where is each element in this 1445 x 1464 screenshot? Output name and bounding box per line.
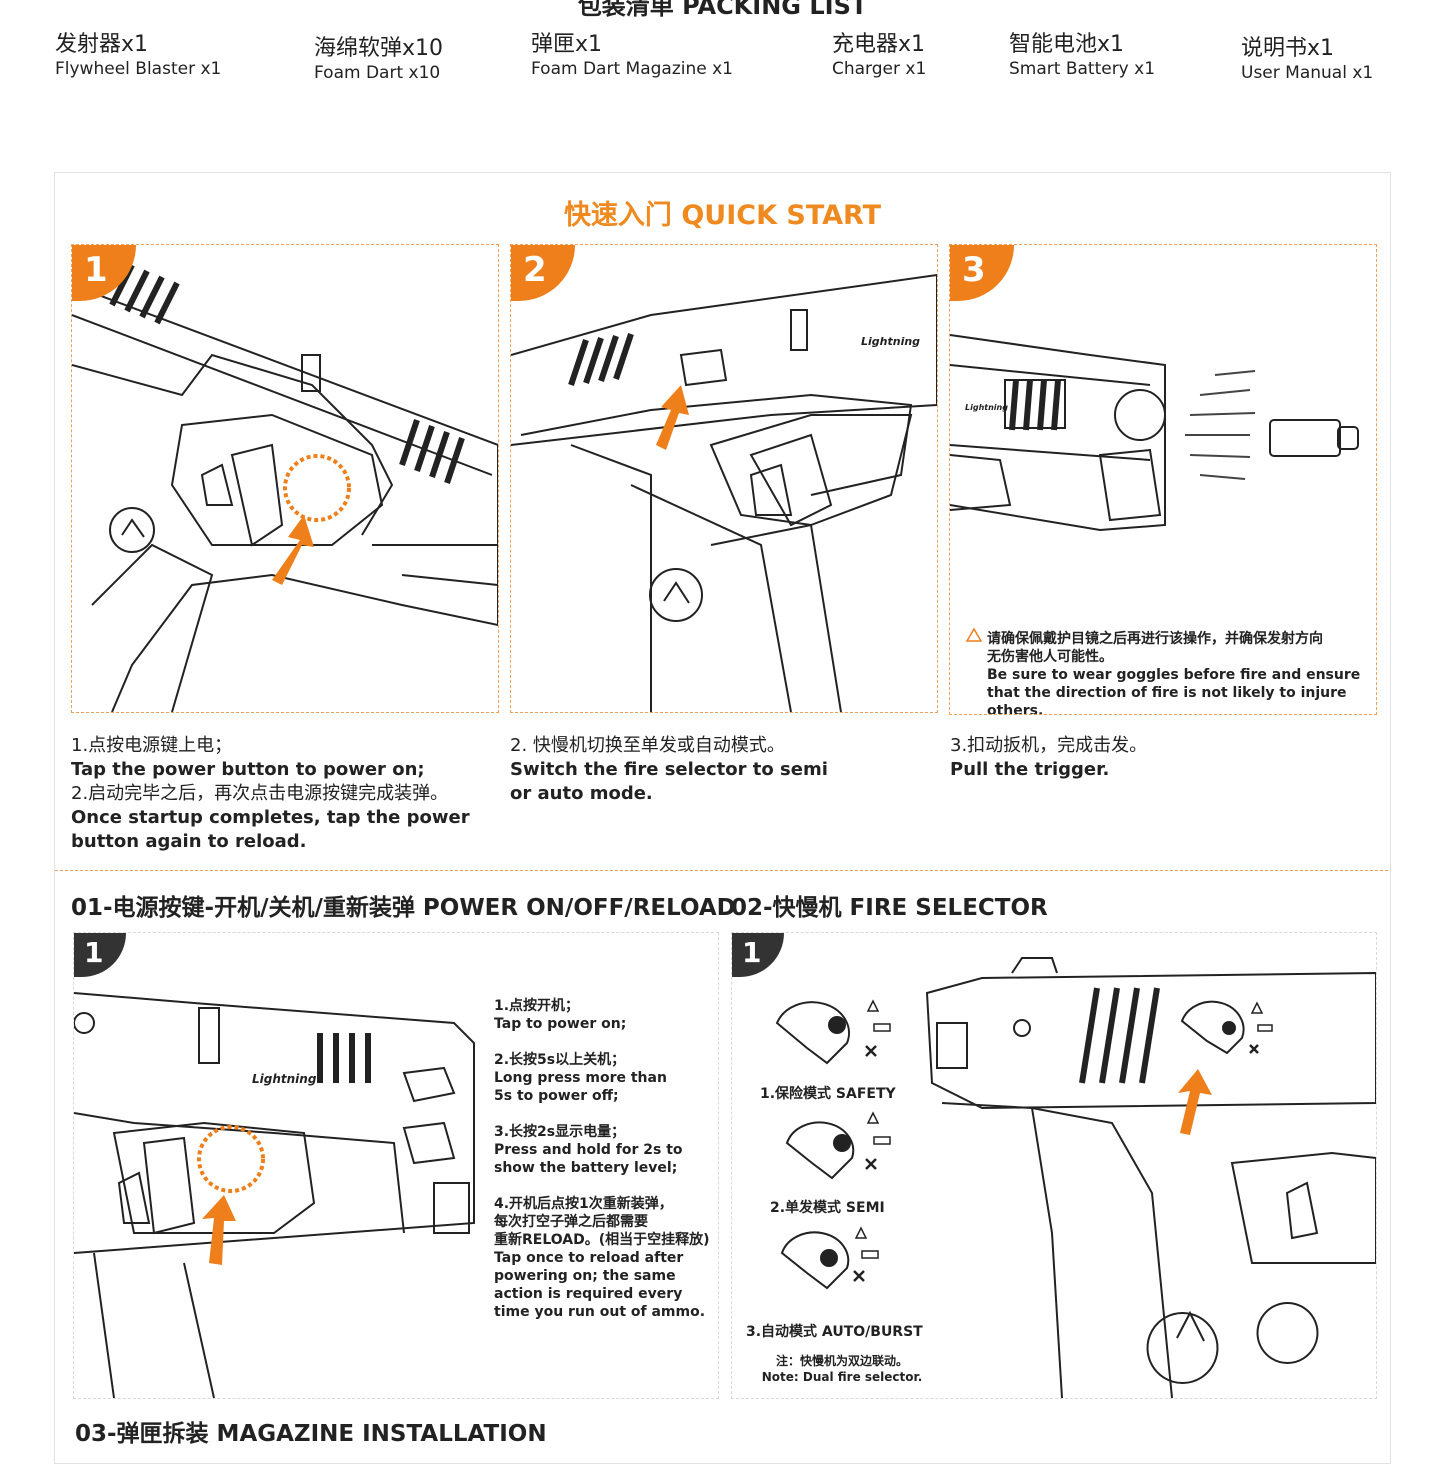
dual-selector-note: 注：快慢机为双边联动。 Note: Dual fire selector. [742, 1353, 942, 1385]
packing-item-zh: 发射器x1 [55, 32, 149, 57]
note-en: Tap to power on; [494, 1016, 627, 1032]
packing-item-zh: 海绵软弹x10 [314, 36, 444, 61]
quick-start-title: 快速入门 QUICK START [563, 200, 882, 231]
power-button-notes: 1.点按开机； Tap to power on; 2.长按5s以上关机； Lon… [494, 997, 716, 1321]
section-01-panel: Lightning 1 1.点按开机； Tap to power on; 2.长… [73, 932, 719, 1399]
step-text-3: 3.扣动扳机，完成击发。 Pull the trigger. [950, 734, 1370, 782]
note-en: Long press more than 5s to power off; [494, 1070, 667, 1104]
packing-item-magazine: 弹匣x1 Foam Dart Magazine x1 [531, 32, 733, 80]
step-line: button again to reload. [71, 831, 307, 852]
svg-text:Lightning: Lightning [965, 403, 1008, 412]
step-line: or auto mode. [510, 783, 653, 804]
packing-item-en: Smart Battery x1 [1009, 59, 1156, 79]
section-02-panel: 1 1.保险模式 SAFETY 2.单发模式 SEMI 3.自动模式 AUTO/… [731, 932, 1377, 1399]
note-zh: 注：快慢机为双边联动。 [775, 1354, 908, 1368]
brand-label: Lightning [252, 1072, 317, 1086]
packing-item-zh: 充电器x1 [832, 32, 926, 57]
warning-zh-line2: 无伤害他人可能性。 [987, 649, 1113, 665]
blaster-selector-illustration: Lightning [511, 273, 937, 712]
step-text-2: 2. 快慢机切换至单发或自动模式。 Switch the fire select… [510, 734, 930, 806]
section-02-title: 02-快慢机 FIRE SELECTOR [731, 895, 1048, 921]
warning-en-line1: Be sure to wear goggles before fire and … [987, 667, 1361, 683]
warning-zh-line1: 请确保佩戴护目镜之后再进行该操作，并确保发射方向 [987, 631, 1323, 647]
packing-item-en: Foam Dart x10 [314, 63, 441, 83]
packing-item-zh: 智能电池x1 [1009, 32, 1125, 57]
step-line: 1.点按电源键上电； [71, 735, 233, 756]
note-zh: 1.点按开机； [494, 998, 580, 1014]
step-line: 3.扣动扳机，完成击发。 [950, 735, 1148, 756]
note-en: Note: Dual fire selector. [761, 1370, 923, 1384]
packing-item-charger: 充电器x1 Charger x1 [832, 32, 926, 80]
quick-start-panel-3: Lightning 3 请确保佩戴护目镜之后再进行该操作，并确保发射方向 无伤害… [949, 244, 1377, 715]
step-line: 2. 快慢机切换至单发或自动模式。 [510, 735, 785, 756]
note-en: Press and hold for 2s to show the batter… [494, 1142, 683, 1176]
note-zh: 3.长按2s显示电量； [494, 1124, 626, 1140]
blaster-fire-illustration: Lightning [950, 334, 1359, 642]
note-zh: 2.长按5s以上关机； [494, 1052, 626, 1068]
step-line: Pull the trigger. [950, 759, 1110, 780]
power-button-illustration: Lightning [74, 992, 475, 1398]
packing-item-en: Charger x1 [832, 59, 927, 79]
packing-item-manual: 说明书x1 User Manual x1 [1241, 36, 1373, 84]
packing-item-blaster: 发射器x1 Flywheel Blaster x1 [55, 32, 221, 80]
packing-item-zh: 说明书x1 [1241, 36, 1335, 61]
section-01-title: 01-电源按键-开机/关机/重新装弹 POWER ON/OFF/RELOAD [71, 895, 736, 921]
section-03-title: 03-弹匣拆装 MAGAZINE INSTALLATION [75, 1421, 547, 1447]
step-line: Once startup completes, tap the power [71, 807, 470, 828]
packing-item-en: Flywheel Blaster x1 [55, 59, 222, 79]
packing-item-en: User Manual x1 [1241, 63, 1374, 83]
step-badge: 2 [511, 245, 575, 301]
note-zh: 4.开机后点按1次重新装弹， 每次打空子弹之后都需要 重新RELOAD。(相当于… [494, 1196, 710, 1248]
blaster-power-illustration [72, 263, 498, 712]
packing-item-darts: 海绵软弹x10 Foam Dart x10 [314, 36, 443, 84]
step-line: Tap the power button to power on; [71, 759, 425, 780]
mode-safety-label: 1.保险模式 SAFETY [760, 1086, 896, 1102]
step-text-1: 1.点按电源键上电； Tap the power button to power… [71, 734, 501, 854]
section-divider [55, 870, 1388, 871]
step-badge: 3 [950, 245, 1014, 301]
note-en: Tap once to reload after powering on; th… [494, 1250, 706, 1320]
step-badge: 1 [72, 245, 136, 301]
svg-text:Lightning: Lightning [861, 335, 920, 348]
step-line: 2.启动完毕之后，再次点击电源按键完成装弹。 [71, 783, 449, 804]
packing-item-en: Foam Dart Magazine x1 [531, 59, 733, 79]
mode-semi-label: 2.单发模式 SEMI [770, 1200, 885, 1216]
packing-item-battery: 智能电池x1 Smart Battery x1 [1009, 32, 1155, 80]
section-01-badge: 1 [74, 933, 126, 977]
fire-selector-illustration [775, 957, 1376, 1398]
mode-auto-label: 3.自动模式 AUTO/BURST [746, 1324, 923, 1340]
quick-start-panel-2: Lightning 2 [510, 244, 938, 713]
warning-en-line2: that the direction of fire is not likely… [987, 685, 1347, 715]
packing-item-zh: 弹匣x1 [531, 32, 603, 57]
quick-start-panel-1: 1 [71, 244, 499, 713]
packing-list-title: 包装清单 PACKING LIST [577, 0, 868, 20]
safety-warning: 请确保佩戴护目镜之后再进行该操作，并确保发射方向 无伤害他人可能性。 Be su… [987, 630, 1372, 715]
step-line: Switch the fire selector to semi [510, 759, 828, 780]
